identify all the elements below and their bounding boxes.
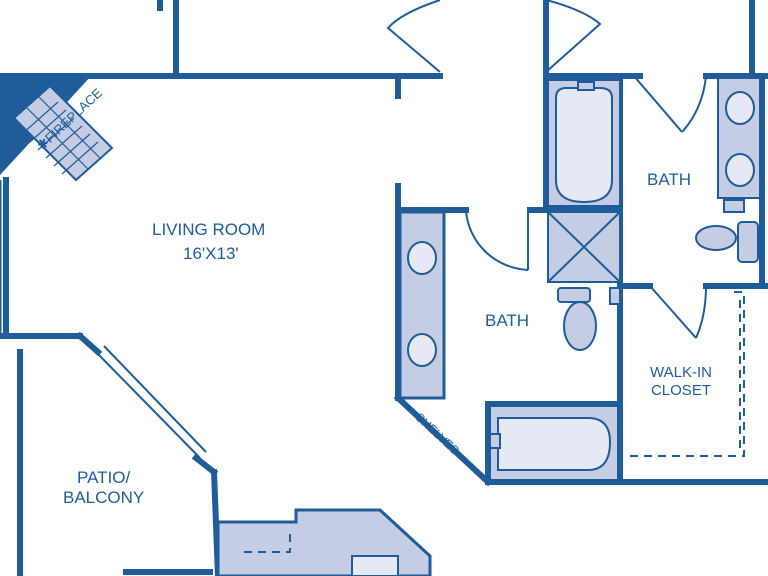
walkin-line1: WALK-IN: [650, 364, 712, 381]
living-room-size: 16'X13': [183, 244, 239, 263]
kitchen-counters: [216, 508, 432, 576]
patio-line2: BALCONY: [63, 488, 145, 508]
second-bath-fixtures: [398, 210, 621, 481]
doors: [386, 0, 707, 339]
closet-shelving: [624, 291, 745, 457]
fireplace: [0, 75, 114, 182]
patio-balcony-label: PATIO/ BALCONY: [63, 468, 144, 509]
patio-line1: PATIO/: [77, 468, 131, 487]
bath-master-label: BATH: [647, 170, 692, 189]
walkin-line2: CLOSET: [650, 382, 711, 399]
bath-second-label: BATH: [485, 311, 530, 330]
living-room-label: LIVING ROOM: [152, 220, 266, 239]
master-bath-fixtures: [547, 77, 761, 283]
walkin-closet-label: WALK-IN CLOSET: [650, 364, 712, 400]
